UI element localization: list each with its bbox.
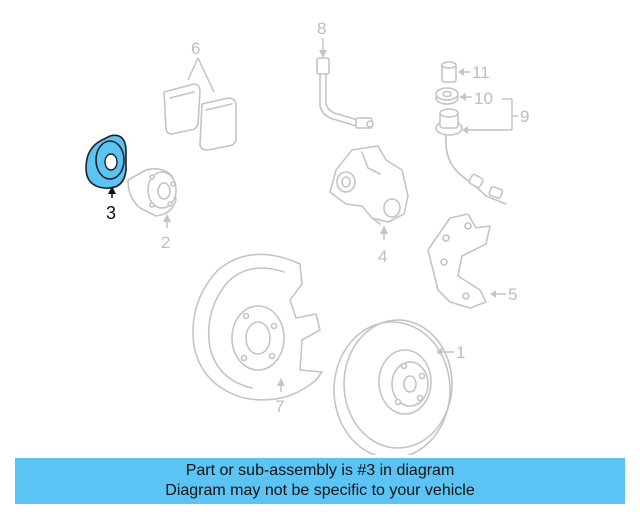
callout-6-label: 6: [191, 39, 200, 58]
callout-7: 7: [275, 378, 285, 416]
callout-6: 6: [191, 39, 200, 58]
callout-1-label: 1: [456, 343, 465, 362]
callout-5: 5: [490, 285, 517, 304]
banner-line-part: Part or sub-assembly is #3 in diagram: [185, 462, 455, 479]
callout-2-label: 2: [161, 233, 170, 252]
parts-diagram: 3 2 6 8: [85, 19, 529, 455]
callout-5-label: 5: [508, 285, 517, 304]
callout-9-label: 9: [520, 107, 529, 126]
callout-3-label: 3: [106, 203, 116, 223]
callout-3: 3: [106, 186, 116, 223]
callout-2: 2: [161, 214, 171, 252]
part-5-carrier: [427, 213, 491, 309]
part-10-seal: [435, 87, 459, 105]
part-2-hub: [127, 168, 177, 217]
callout-10-label: 10: [474, 89, 493, 108]
callout-4: 4: [378, 226, 388, 266]
part-6-brake-pads: [163, 57, 237, 151]
callout-4-label: 4: [378, 247, 387, 266]
part-9-sensor: [435, 108, 507, 205]
part-8-brake-hose: [316, 57, 374, 129]
part-4-caliper: [329, 145, 409, 225]
callout-9: 9: [462, 98, 529, 134]
part-11-cap: [441, 61, 457, 83]
part-3-bearing[interactable]: [85, 134, 127, 189]
part-7-dust-shield: [192, 253, 323, 401]
callout-8-label: 8: [317, 19, 326, 38]
callout-11: 11: [458, 63, 490, 82]
callout-7-label: 7: [275, 397, 284, 416]
callout-1: 1: [436, 343, 465, 362]
callout-10: 10: [460, 89, 493, 108]
callout-11-label: 11: [472, 63, 490, 82]
part-1-rotor: [333, 319, 453, 455]
banner-line-disclaimer: Diagram may not be specific to your vehi…: [165, 482, 475, 499]
callout-8: 8: [317, 19, 327, 58]
part-info-banner: Part or sub-assembly is #3 in diagram Di…: [15, 458, 625, 504]
